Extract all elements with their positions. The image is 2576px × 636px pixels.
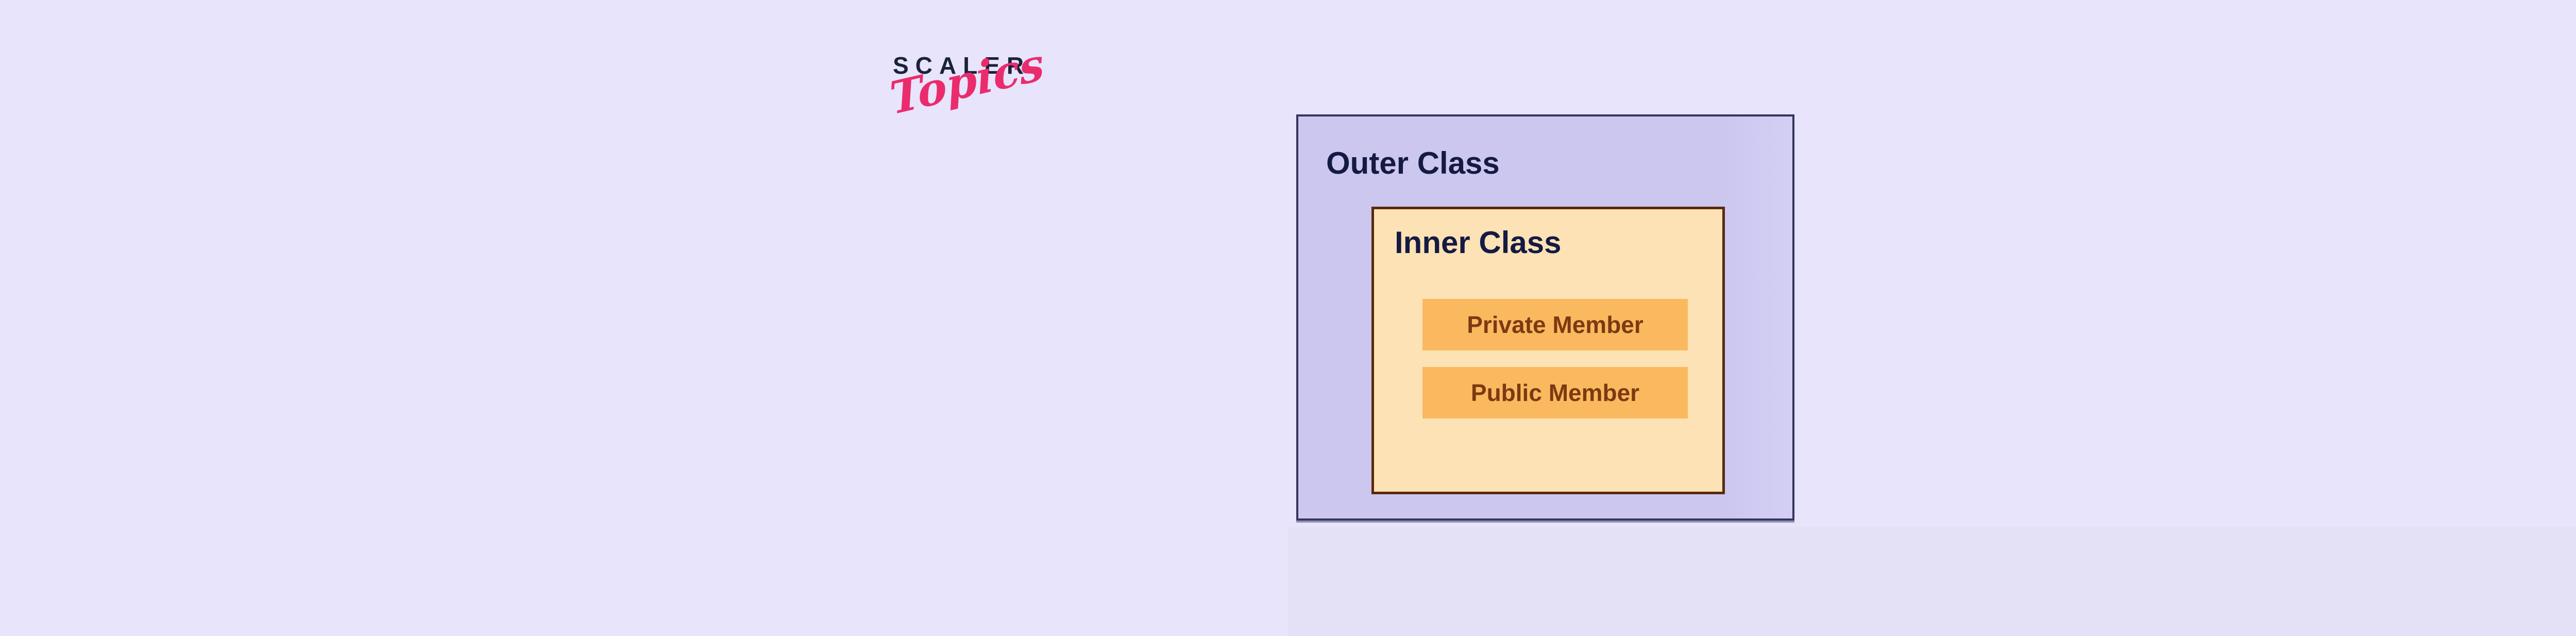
- scaler-topics-logo: SCALER Topics: [887, 38, 1047, 125]
- logo-brand-text: SCALER: [893, 52, 1031, 79]
- background-band: [1288, 527, 2576, 636]
- inner-class-label: Inner Class: [1395, 225, 1562, 260]
- public-member-box: Public Member: [1422, 367, 1688, 419]
- outer-class-box: Outer Class Inner Class Private Member P…: [1296, 114, 1794, 521]
- inner-class-box: Inner Class Private Member Public Member: [1371, 207, 1725, 494]
- private-member-box: Private Member: [1422, 299, 1688, 350]
- outer-class-label: Outer Class: [1326, 146, 1500, 180]
